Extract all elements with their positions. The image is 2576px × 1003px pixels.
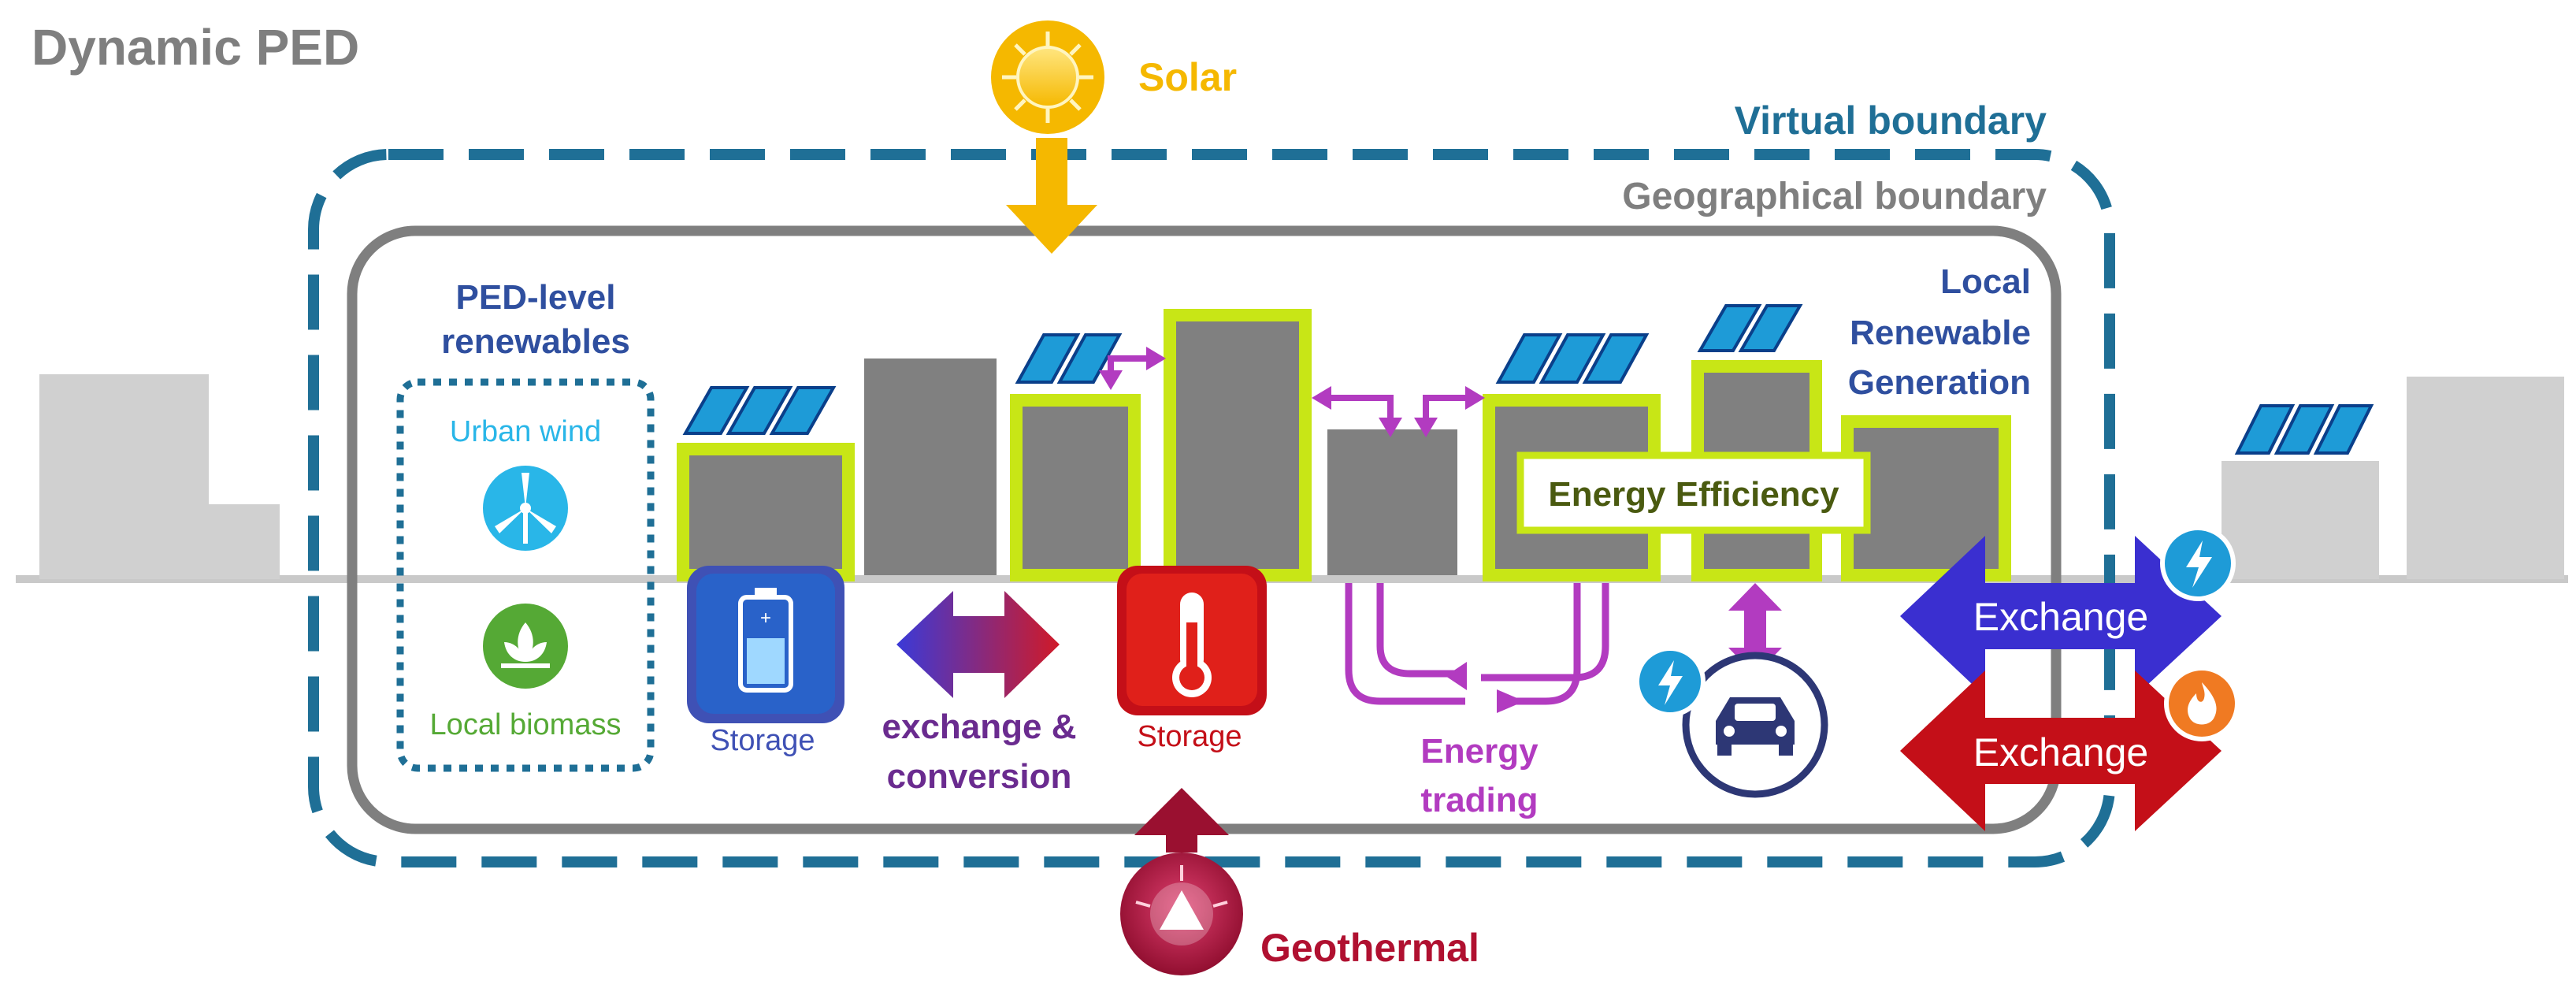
lightning-icon [1635,646,1706,717]
exchange-electric-label: Exchange [1973,595,2148,639]
car-icon [1682,652,1828,798]
solar-label: Solar [1138,55,1237,99]
urban-wind-label: Urban wind [450,415,601,448]
outside-building-left-tall [39,374,209,579]
storage-thermal-label: Storage [1137,720,1242,753]
ped-building-2 [864,358,997,575]
geothermal-icon [1120,853,1243,975]
exchange-electric-arrow [1900,536,2222,697]
lightning-icon [2160,526,2236,601]
geographical-boundary-label: Geographical boundary [1622,176,2047,217]
battery-icon: + [687,566,844,723]
outside-building-right-low [2222,461,2379,579]
exchange-conversion-label-1: exchange & [882,708,1077,746]
ped-building-4 [1164,309,1312,581]
ped-renewables-heading-2: renewables [441,322,630,361]
ped-building-3 [1010,394,1141,581]
geothermal-label: Geothermal [1260,926,1479,970]
energy-trading-label-2: trading [1420,781,1538,819]
page-title: Dynamic PED [32,19,359,76]
ped-building-5 [1327,429,1457,575]
exchange-heat-label: Exchange [1973,730,2148,775]
leaf-icon [483,604,568,689]
energy-trading-arrowhead-2 [1497,689,1524,713]
exchange-conversion-label-2: conversion [887,757,1072,796]
outside-building-left-low [209,504,280,579]
storage-battery-label: Storage [710,724,815,757]
thermometer-icon [1117,566,1267,715]
solar-panels-1 [682,386,837,435]
local-generation-heading-3: Generation [1848,363,2031,402]
wind-turbine-icon [483,466,568,551]
local-generation-heading-2: Renewable [1850,314,2031,352]
energy-trading-label-1: Energy [1420,732,1539,771]
solar-panels-3 [1015,333,1123,384]
energy-trading-arrows [1345,583,1609,705]
virtual-boundary-label: Virtual boundary [1735,98,2047,143]
local-biomass-label: Local biomass [430,708,622,741]
energy-efficiency-label: Energy Efficiency [1548,475,1839,514]
svg-text:+: + [760,607,771,629]
solar-arrow [1006,138,1097,254]
ped-building-1 [677,443,855,581]
ped-renewables-box [396,378,655,772]
geothermal-arrow [1134,788,1229,853]
building-exchange-arrow-2 [1312,386,1402,437]
flame-icon [2164,666,2240,741]
ped-renewables-heading-1: PED-level [456,278,616,317]
sun-icon [991,20,1104,134]
ev-exchange-arrow [1728,583,1782,675]
building-exchange-arrow-1 [1099,347,1166,390]
solar-panels-7 [1697,304,1803,352]
outside-building-right-tall [2407,377,2564,579]
outside-solar-panels [2234,404,2374,455]
exchange-conversion-arrow [896,591,1060,698]
solar-panels-6 [1495,333,1650,384]
energy-efficiency-box [1516,451,1871,534]
exchange-heat-arrow [1900,671,2222,831]
building-exchange-arrow-3 [1414,386,1485,437]
local-generation-heading-1: Local [1940,262,2031,301]
energy-trading-arrowhead-1 [1446,662,1467,690]
